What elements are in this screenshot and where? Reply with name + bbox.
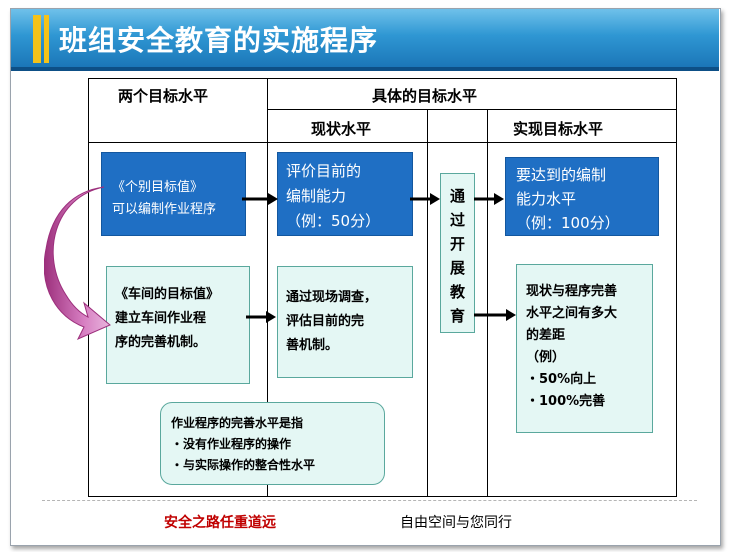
title-underline-band [11,67,719,71]
slide-title: 班组安全教育的实施程序 [59,24,379,57]
title-accent-bar-thin [44,15,49,63]
arrow-workshop-to-survey [246,311,276,323]
table-left-border [88,78,89,497]
footer-divider [42,500,697,501]
table-bottom-border [88,496,677,497]
table-header-divider [267,109,677,110]
footer-slogan-right: 自由空间与您同行 [400,515,512,531]
table-column-divider-1 [267,78,268,497]
through-education-box: 通 过 开 展 教 育 [440,173,475,333]
arrow-current-to-education [410,193,440,205]
header-current-level: 现状水平 [311,120,372,138]
onsite-survey-box: 通过现场调查， 评估目前的完 善机制。 [277,266,413,378]
title-accent-bar [33,15,41,63]
note-box: 作业程序的完善水平是指 ・没有作业程序的操作 ・与实际操作的整合性水平 [160,402,385,485]
table-column-divider-2 [427,109,428,497]
header-target-level: 实现目标水平 [513,120,604,138]
individual-goal-box: 《个别目标值》 可以编制作业程序 [101,152,246,236]
header-specific-goal-levels: 具体的目标水平 [372,87,478,105]
arrow-education-to-gap [474,309,516,321]
arrow-individual-to-current [242,193,278,205]
workshop-goal-box: 《车间的目标值》 建立车间作业程 序的完善机制。 [106,266,250,384]
arrow-education-to-target [474,193,504,205]
table-column-divider-3 [487,109,488,497]
gap-box: 现状与程序完善 水平之间有多大 的差距 （例） ・50%向上 ・100%完善 [516,264,653,433]
table-subheader-border [88,142,677,143]
curved-transition-arrow [44,186,111,341]
title-bar: 班组安全教育的实施程序 [11,9,719,67]
footer-slogan-left: 安全之路任重道远 [164,515,276,531]
evaluate-current-box: 评价目前的 编制能力 （例：50分） [277,152,413,236]
header-two-goal-levels: 两个目标水平 [118,87,209,105]
table-top-border [88,78,677,79]
required-level-box: 要达到的编制 能力水平 （例：100分） [505,157,659,236]
table-right-border [676,78,677,497]
